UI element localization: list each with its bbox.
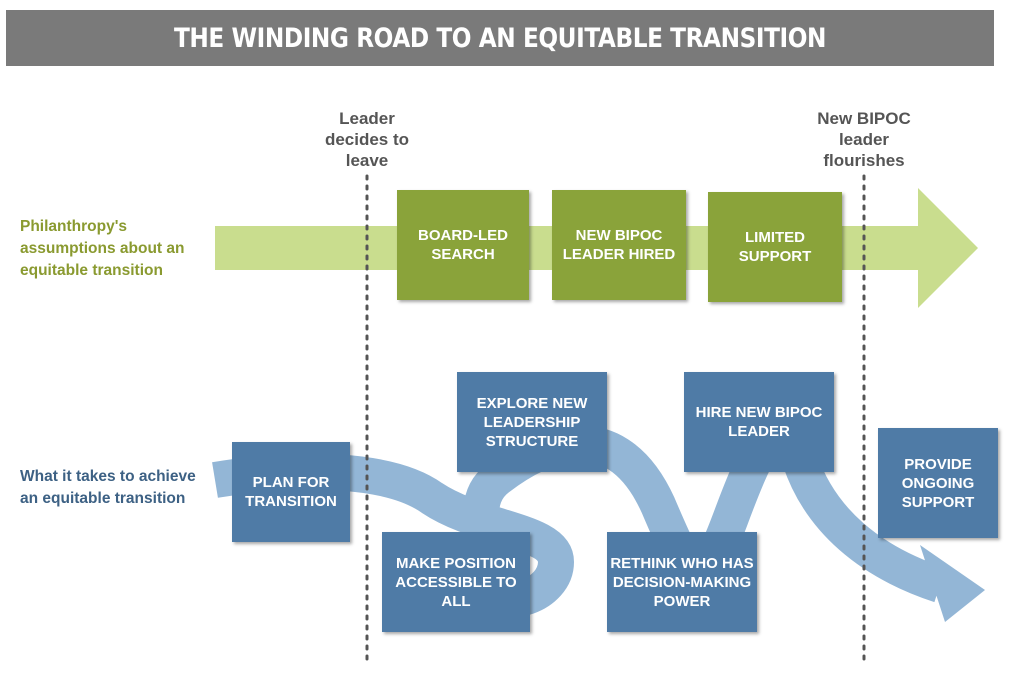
assumed-step-limited-support: LIMITED SUPPORT [708,192,842,302]
milestone-leader-decides: Leader decides to leave [324,109,410,170]
actual-step-make-position-accessible: MAKE POSITION ACCESSIBLE TO ALL [382,532,530,632]
page-title: THE WINDING ROAD TO AN EQUITABLE TRANSIT… [173,22,827,54]
actual-step-explore-leadership-structure: EXPLORE NEW LEADERSHIP STRUCTURE [457,372,607,472]
winding-road-arrowhead [920,545,985,622]
title-banner: THE WINDING ROAD TO AN EQUITABLE TRANSIT… [6,10,994,66]
actual-step-rethink-decision-making: RETHINK WHO HAS DECISION-MAKING POWER [607,532,757,632]
assumed-step-new-leader-hired: NEW BIPOC LEADER HIRED [552,190,686,300]
assumed-step-board-led-search: BOARD-LED SEARCH [397,190,529,300]
actual-step-plan-for-transition: PLAN FOR TRANSITION [232,442,350,542]
equitable-row-label: What it takes to achieve an equitable tr… [20,468,196,507]
actual-step-hire-new-leader: HIRE NEW BIPOC LEADER [684,372,834,472]
milestone-new-leader-flourishes: New BIPOC leader flourishes [817,109,911,170]
philanthropy-row-label: Philanthropy's assumptions about an equi… [20,218,185,279]
actual-step-provide-ongoing-support: PROVIDE ONGOING SUPPORT [878,428,998,538]
